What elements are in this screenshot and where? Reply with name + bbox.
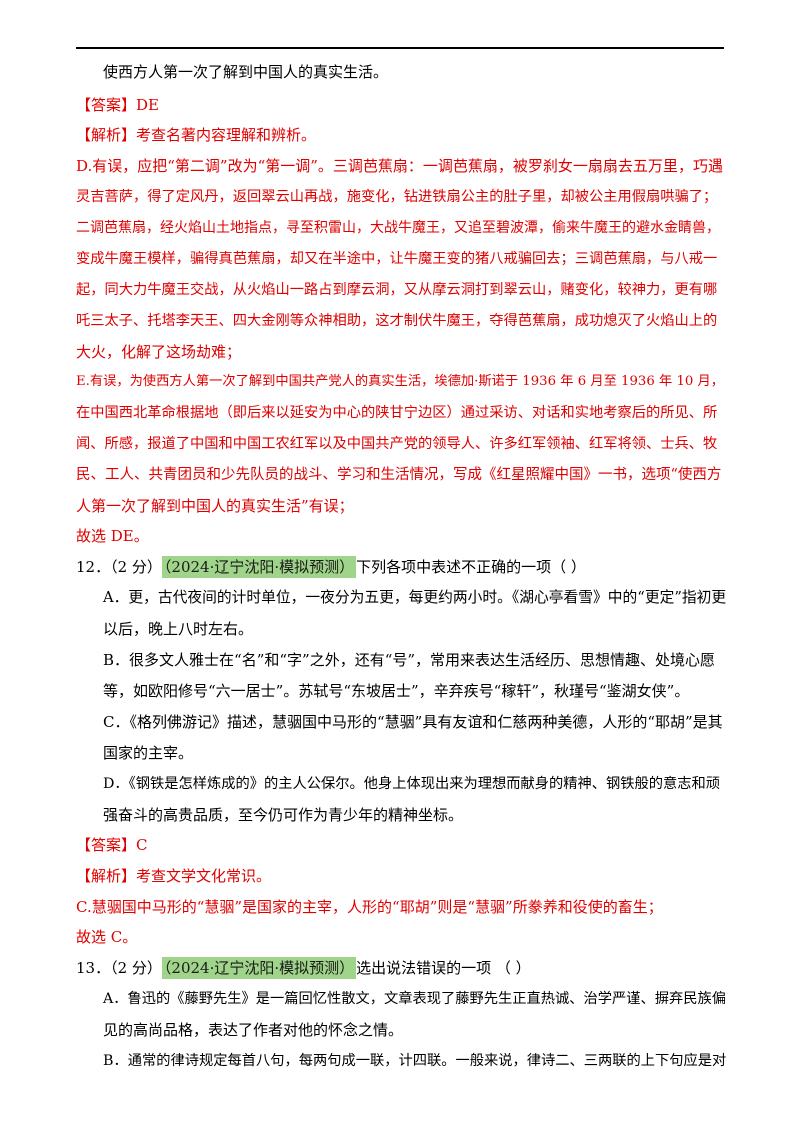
q11-d-line: 变成牛魔王模样，骗得真芭蕉扇，却又在半途中，让牛魔王变的猪八戒骗回去；三调芭蕉扇… (76, 251, 718, 267)
q12-option-line: B．很多文人雅士在“名”和“字”之外，还有“号”，常用来表达生活经历、思想情趣、… (103, 651, 716, 669)
q12-option-line: 以后，晚上八时左右。 (103, 620, 254, 638)
q12-option-line: C．《格列佛游记》描述，慧骃国中马形的“慧骃”具有友谊和仁慈两种美德，人形的“耶… (103, 713, 723, 731)
q11-e-line: 民、工人、共青团员和少先队员的战斗、学习和生活情况，写成《红星照耀中国》一书，选… (76, 467, 722, 483)
source-tag: （2024·辽宁沈阳·模拟预测） (161, 556, 357, 578)
q13-header: 13．（2 分）（2024·辽宁沈阳·模拟预测）选出说法错误的一项 （ ） (76, 957, 726, 979)
question-stem: 选出说法错误的一项 （ ） (356, 959, 531, 977)
q11-d-line: 二调芭蕉扇，经火焰山土地指点，寻至积雷山，大战牛魔王，又追至碧波潭，偷来牛魔王的… (76, 220, 720, 236)
q11-d-line: 吒三太子、托塔李天王、四大金刚等众神相助，这才制伏牛魔王，夺得芭蕉扇，成功熄灭了… (76, 313, 718, 329)
q11-conclusion: 故选 DE。 (76, 527, 149, 545)
q11-e-line: E.有误，为使西方人第一次了解到中国共产党人的真实生活，埃德加·斯诺于 1936… (76, 374, 725, 389)
q13-option-line: 见的高尚品格，表达了作者对他的怀念之情。 (103, 1021, 404, 1039)
q12-option-line: D．《钢铁是怎样炼成的》的主人公保尔。他身上体现出来为理想而献身的精神、钢铁般的… (103, 776, 721, 792)
q12-option-line: 国家的主宰。 (103, 744, 194, 762)
q11-answer: 【答案】DE (76, 96, 159, 114)
q11-e-line: 在中国西北革命根据地（即后来以延安为中心的陕甘宁边区）通过采访、对话和实地考察后… (76, 405, 718, 421)
q11-d-line: 灵吉菩萨，得了定风丹，返回翠云山再战，施变化，钻进铁扇公主的肚子里，却被公主用假… (76, 189, 718, 205)
q11-d-line: D.有误，应把“第二调”改为“第一调”。三调芭蕉扇：一调芭蕉扇，被罗刹女一扇扇去… (76, 157, 723, 175)
q11-e-line: 人第一次了解到中国人的真实生活”有误； (76, 497, 354, 515)
q12-option-line: 强奋斗的高贵品质，至今仍可作为青少年的精神坐标。 (103, 806, 464, 824)
q11-e-line: 闻、所感，报道了中国和中国工农红军以及中国共产党的领导人、许多红军领袖、红军将领… (76, 436, 718, 452)
q11-d-line: 起，同大力牛魔王交战，从火焰山一路占到摩云洞，又从摩云洞打到翠云山，赌变化，较神… (76, 282, 718, 298)
source-tag: （2024·辽宁沈阳·模拟预测） (161, 957, 357, 979)
q12-analysis-label: 【解析】考查文学文化常识。 (76, 867, 272, 885)
question-number: 13．（2 分） (76, 959, 162, 977)
q11-analysis-label: 【解析】考查名著内容理解和辨析。 (76, 126, 317, 144)
question-number: 12．（2 分） (76, 558, 162, 576)
q12-analysis: C.慧骃国中马形的“慧骃”是国家的主宰，人形的“耶胡”则是“慧骃”所豢养和役使的… (76, 898, 663, 916)
q11-d-line: 大火，化解了这场劫难； (76, 343, 242, 361)
q12-option-line: 等，如欧阳修号“六一居士”。苏轼号“东坡居士”，辛弃疾号“稼轩”，秋瑾号“鉴湖女… (103, 682, 690, 700)
continuation-line: 使西方人第一次了解到中国人的真实生活。 (103, 63, 389, 81)
q12-answer: 【答案】C (76, 836, 148, 854)
header-rule (76, 47, 724, 49)
question-stem: 下列各项中表述不正确的一项（ ） (356, 558, 586, 576)
q13-option-line: A．鲁迅的《藤野先生》是一篇回忆性散文，文章表现了藤野先生正直热诚、治学严谨、摒… (103, 991, 727, 1007)
q12-header: 12．（2 分）（2024·辽宁沈阳·模拟预测）下列各项中表述不正确的一项（ ） (76, 556, 726, 578)
q12-option-line: A．更，古代夜间的计时单位，一夜分为五更，每更约两小时。《湖心亭看雪》中的“更定… (103, 589, 727, 606)
q12-conclusion: 故选 C。 (76, 928, 138, 946)
q13-option-line: B．通常的律诗规定每首八句，每两句成一联，计四联。一般来说，律诗二、三两联的上下… (103, 1053, 727, 1069)
